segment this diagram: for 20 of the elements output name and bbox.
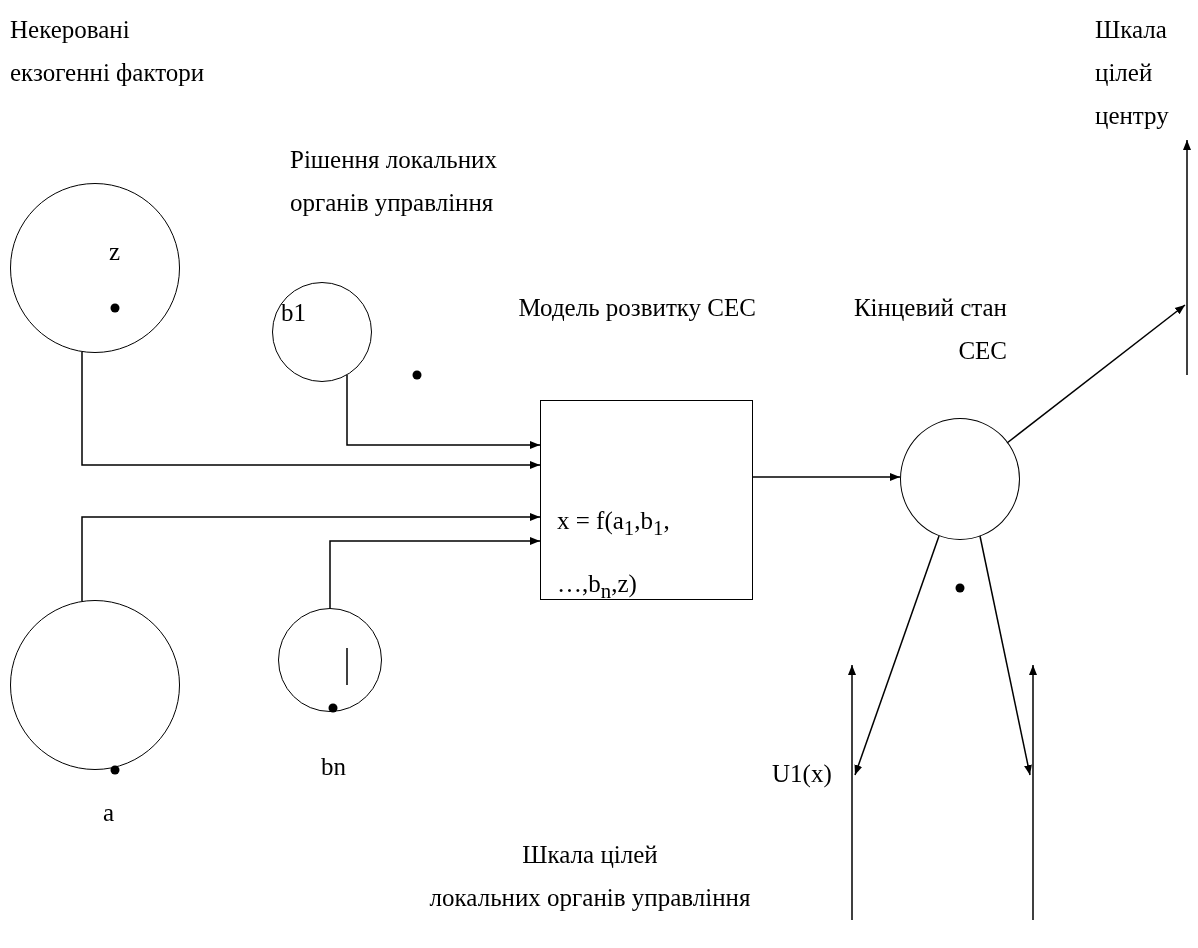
text-label: Шкала цілей центру	[1095, 15, 1170, 131]
arrow	[81, 513, 541, 602]
text-label: Некеровані екзогенні фактори	[10, 15, 206, 88]
arrow	[1006, 304, 1186, 444]
arrow	[329, 537, 541, 609]
node-heading: Кінцевий стан СЕС	[852, 293, 1007, 366]
text-label: U1(x)	[772, 759, 833, 790]
text-label: Рішення локальних органів управління	[290, 145, 498, 218]
arrow	[81, 351, 541, 469]
arrow	[752, 473, 901, 481]
arrow	[854, 535, 940, 776]
node-label: x = f(a$_{1}$,b$_{1}$, …,b$_{n}$,z)	[557, 506, 671, 605]
node-label: b1	[281, 298, 307, 328]
node-caption: a	[103, 798, 116, 828]
arrow	[346, 374, 541, 449]
node-caption: bn	[321, 752, 347, 782]
text-label: Шкала цілей локальних органів управління	[428, 840, 752, 913]
arrow	[979, 535, 1032, 776]
node-heading: Модель розвитку СЕС	[517, 293, 756, 323]
node-label: z	[109, 237, 122, 267]
